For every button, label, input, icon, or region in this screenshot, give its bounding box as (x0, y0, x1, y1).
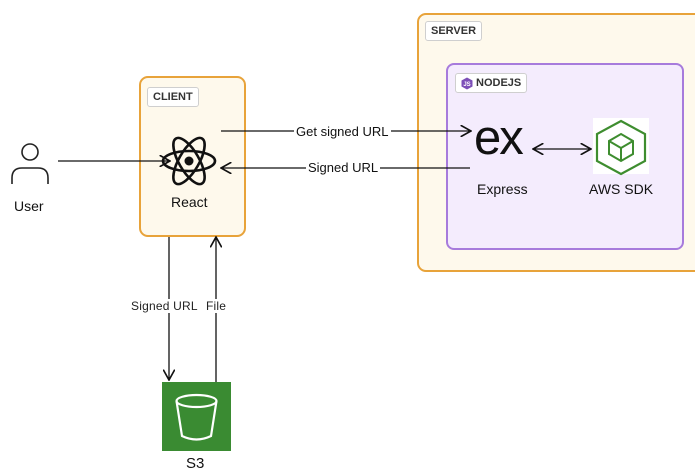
client-tag: CLIENT (147, 87, 199, 107)
react-label: React (171, 194, 208, 210)
nodejs-icon: JS (461, 77, 473, 90)
signed-url-down-label: Signed URL (131, 299, 198, 313)
user-icon (11, 143, 49, 184)
user-label: User (14, 198, 44, 214)
get-signed-url-label: Get signed URL (294, 124, 391, 139)
express-label: Express (477, 181, 528, 197)
svg-text:JS: JS (463, 82, 470, 88)
bucket-icon (162, 382, 231, 451)
react-icon (161, 136, 217, 186)
file-up-label: File (206, 299, 227, 313)
express-logo: ex (474, 111, 524, 165)
aws-sdk-label: AWS SDK (589, 181, 654, 197)
s3-label: S3 (186, 455, 205, 472)
nodejs-tag-label: NODEJS (476, 77, 522, 89)
server-tag: SERVER (425, 21, 483, 41)
nodejs-tag: JS NODEJS (455, 73, 528, 93)
cube-icon (593, 118, 649, 176)
signed-url-label: Signed URL (306, 160, 381, 175)
